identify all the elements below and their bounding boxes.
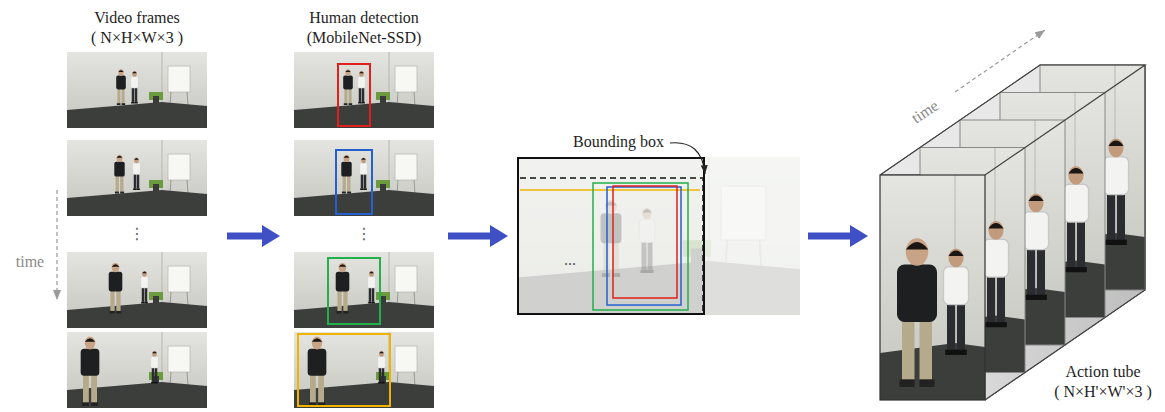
video-frames xyxy=(67,52,207,408)
axis-label-holder: time xyxy=(16,252,44,272)
ellipsis-mark-holder: ⋮ xyxy=(356,224,372,244)
node-text: (MobileNet-SSD) xyxy=(294,28,434,48)
axis-label: time xyxy=(908,96,943,128)
node-heading: Video frames xyxy=(67,8,207,28)
flow-arrow xyxy=(227,225,280,247)
node-text: ( N×H×W×3 ) xyxy=(67,28,207,48)
time-axis-arrow xyxy=(57,190,58,300)
ellipsis-mark: ⋮ xyxy=(356,224,372,244)
node-heading: Action tube xyxy=(1048,362,1158,382)
detection-column: Human detection(MobileNet-SSD) xyxy=(280,4,448,408)
flow-arrow xyxy=(448,225,508,247)
axis-label: time xyxy=(16,252,44,272)
ellipsis-mark-holder: ⋮ xyxy=(129,224,145,244)
leader-line xyxy=(670,143,705,174)
node-heading: Human detection xyxy=(294,8,434,28)
time-axis-arrow xyxy=(955,30,1045,92)
node-text: ... xyxy=(555,250,585,270)
overlay-panel: Bounding box... xyxy=(508,128,808,322)
overlay-image xyxy=(517,157,800,315)
node-text: ( N×H'×W'×3 ) xyxy=(1048,382,1158,402)
axis-label-holder: time xyxy=(908,96,943,128)
frame-column: Video frames( N×H×W×3 ) xyxy=(55,4,227,408)
detection-boxes xyxy=(298,64,390,406)
node-heading: Bounding box xyxy=(573,132,671,152)
action-tube-figure xyxy=(880,65,1145,400)
flow-arrow xyxy=(808,225,868,247)
ellipsis-mark: ⋮ xyxy=(129,224,145,244)
detection-frames xyxy=(294,52,434,408)
